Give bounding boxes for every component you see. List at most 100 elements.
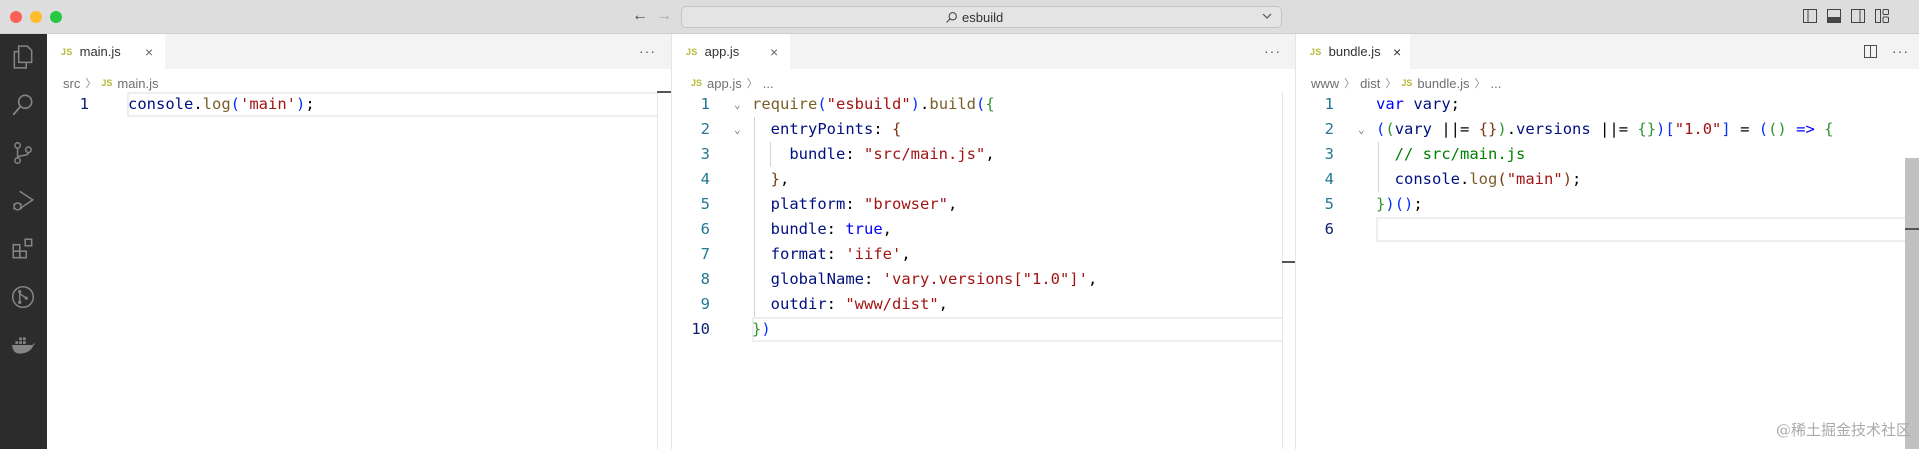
- tab-label: app.js: [704, 44, 740, 59]
- source-control-icon[interactable]: [10, 140, 36, 166]
- close-tab-icon[interactable]: ×: [145, 43, 154, 60]
- code-line[interactable]: 5 platform: "browser",: [672, 192, 1295, 217]
- code-line[interactable]: 2 ⌄ entryPoints: {: [672, 117, 1295, 142]
- editor-group-main-js: JS main.js × ··· src 〉 JS main.js 1 conso…: [47, 34, 672, 449]
- toggle-panel-icon[interactable]: [1827, 9, 1841, 23]
- js-file-icon: JS: [1310, 46, 1322, 57]
- tab-app-js[interactable]: JS app.js ×: [672, 34, 790, 69]
- search-icon: [946, 12, 957, 23]
- code-text: platform: "browser",: [770, 195, 958, 213]
- current-line-highlight: [1376, 217, 1918, 242]
- chevron-right-icon: 〉: [1344, 78, 1356, 90]
- chevron-right-icon: 〉: [85, 78, 97, 90]
- more-actions-icon[interactable]: ···: [1892, 43, 1909, 59]
- chevron-right-icon: 〉: [746, 78, 758, 90]
- line-number: 9: [700, 295, 710, 313]
- breadcrumb-item[interactable]: app.js: [707, 75, 742, 91]
- code-line[interactable]: 6 bundle: true,: [672, 217, 1295, 242]
- code-text: }): [752, 320, 771, 338]
- code-text: require("esbuild").build({: [752, 95, 995, 113]
- line-number: 5: [1324, 195, 1334, 213]
- breadcrumb-item[interactable]: ...: [1490, 75, 1502, 91]
- fold-chevron-icon[interactable]: ⌄: [734, 123, 741, 136]
- back-arrow-icon[interactable]: ←: [632, 7, 648, 24]
- fold-chevron-icon[interactable]: ⌄: [734, 98, 741, 111]
- tab-bundle-js[interactable]: JS bundle.js ×: [1296, 34, 1410, 69]
- more-actions-icon[interactable]: ···: [1264, 43, 1281, 59]
- code-text: console.log('main');: [128, 95, 315, 113]
- extensions-icon[interactable]: [10, 236, 36, 262]
- code-line[interactable]: 4 console.log("main");: [1296, 167, 1919, 192]
- js-file-icon: JS: [686, 46, 698, 57]
- scrollbar[interactable]: [1905, 158, 1919, 449]
- tab-bar: JS bundle.js × ···: [1296, 34, 1919, 69]
- tab-main-js[interactable]: JS main.js ×: [47, 34, 165, 69]
- indent-guide: [754, 117, 755, 317]
- scroll-position-marker: [1905, 228, 1919, 230]
- line-number: 5: [700, 195, 710, 213]
- minimize-window-button[interactable]: [30, 11, 42, 23]
- breadcrumb-item[interactable]: main.js: [117, 75, 159, 91]
- code-line[interactable]: 4 },: [672, 167, 1295, 192]
- run-debug-icon[interactable]: [10, 188, 36, 214]
- toggle-secondary-sidebar-icon[interactable]: [1851, 9, 1865, 23]
- breadcrumb: www 〉 dist 〉 JS bundle.js 〉 ...: [1311, 72, 1501, 94]
- command-center-search[interactable]: esbuild: [681, 6, 1282, 28]
- editor-group-bundle-js: JS bundle.js × ··· www 〉 dist 〉 JS bundl…: [1296, 34, 1919, 449]
- chevron-down-icon[interactable]: [1261, 10, 1273, 22]
- breadcrumb-item[interactable]: dist: [1360, 75, 1381, 91]
- breadcrumb: src 〉 JS main.js: [63, 72, 159, 94]
- line-number: 3: [1324, 145, 1334, 163]
- docker-icon[interactable]: [10, 332, 36, 358]
- line-number: 1: [79, 95, 89, 113]
- current-line-highlight: [127, 92, 657, 117]
- explorer-icon[interactable]: [10, 44, 36, 70]
- search-icon[interactable]: [10, 92, 36, 118]
- more-actions-icon[interactable]: ···: [639, 43, 656, 59]
- indent-guide: [1378, 142, 1379, 192]
- js-file-icon: JS: [101, 78, 113, 88]
- code-line[interactable]: 8 globalName: 'vary.versions["1.0"]',: [672, 267, 1295, 292]
- watermark: @稀土掘金技术社区: [1775, 421, 1911, 439]
- close-window-button[interactable]: [10, 11, 22, 23]
- code-text: globalName: 'vary.versions["1.0"]',: [770, 270, 1098, 288]
- breadcrumb-item[interactable]: www: [1311, 75, 1340, 91]
- code-line[interactable]: 3 // src/main.js: [1296, 142, 1919, 167]
- code-line[interactable]: 5})();: [1296, 192, 1919, 217]
- fold-chevron-icon[interactable]: ⌄: [1358, 123, 1365, 136]
- maximize-window-button[interactable]: [50, 11, 62, 23]
- code-text: entryPoints: {: [770, 120, 902, 138]
- code-line[interactable]: 1 console.log('main');: [47, 92, 671, 117]
- activity-bar: [0, 34, 47, 449]
- title-bar: ← → esbuild: [0, 0, 1919, 34]
- code-line[interactable]: 9 outdir: "www/dist",: [672, 292, 1295, 317]
- split-editor-icon[interactable]: [1864, 45, 1877, 58]
- line-number: 7: [700, 245, 710, 263]
- breadcrumb-item[interactable]: ...: [762, 75, 774, 91]
- breadcrumb-item[interactable]: src: [63, 75, 81, 91]
- close-tab-icon[interactable]: ×: [1393, 43, 1402, 60]
- code-line[interactable]: 1⌄require("esbuild").build({: [672, 92, 1295, 117]
- code-line[interactable]: 10}): [672, 317, 1295, 342]
- code-text: var vary;: [1376, 95, 1461, 113]
- breadcrumb-item[interactable]: bundle.js: [1417, 75, 1470, 91]
- close-tab-icon[interactable]: ×: [770, 43, 779, 60]
- line-number: 6: [1324, 220, 1334, 238]
- breadcrumb: JS app.js 〉 ...: [691, 72, 774, 94]
- scrollbar[interactable]: [657, 92, 658, 449]
- line-number: 2: [700, 120, 710, 138]
- code-line[interactable]: 3 bundle: "src/main.js",: [672, 142, 1295, 167]
- code-line[interactable]: 7 format: 'iife',: [672, 242, 1295, 267]
- code-line[interactable]: 2⌄((vary ||= {}).versions ||= {})["1.0"]…: [1296, 117, 1919, 142]
- customize-layout-icon[interactable]: [1875, 9, 1889, 23]
- git-graph-icon[interactable]: [10, 284, 36, 310]
- toggle-primary-sidebar-icon[interactable]: [1803, 9, 1817, 23]
- chevron-right-icon: 〉: [1474, 78, 1486, 90]
- scroll-position-marker: [1282, 261, 1295, 263]
- code-text: },: [770, 170, 790, 188]
- scrollbar[interactable]: [1282, 92, 1283, 449]
- forward-arrow-icon[interactable]: →: [656, 7, 672, 24]
- code-text: bundle: "src/main.js",: [789, 145, 995, 163]
- code-line[interactable]: 6: [1296, 217, 1919, 242]
